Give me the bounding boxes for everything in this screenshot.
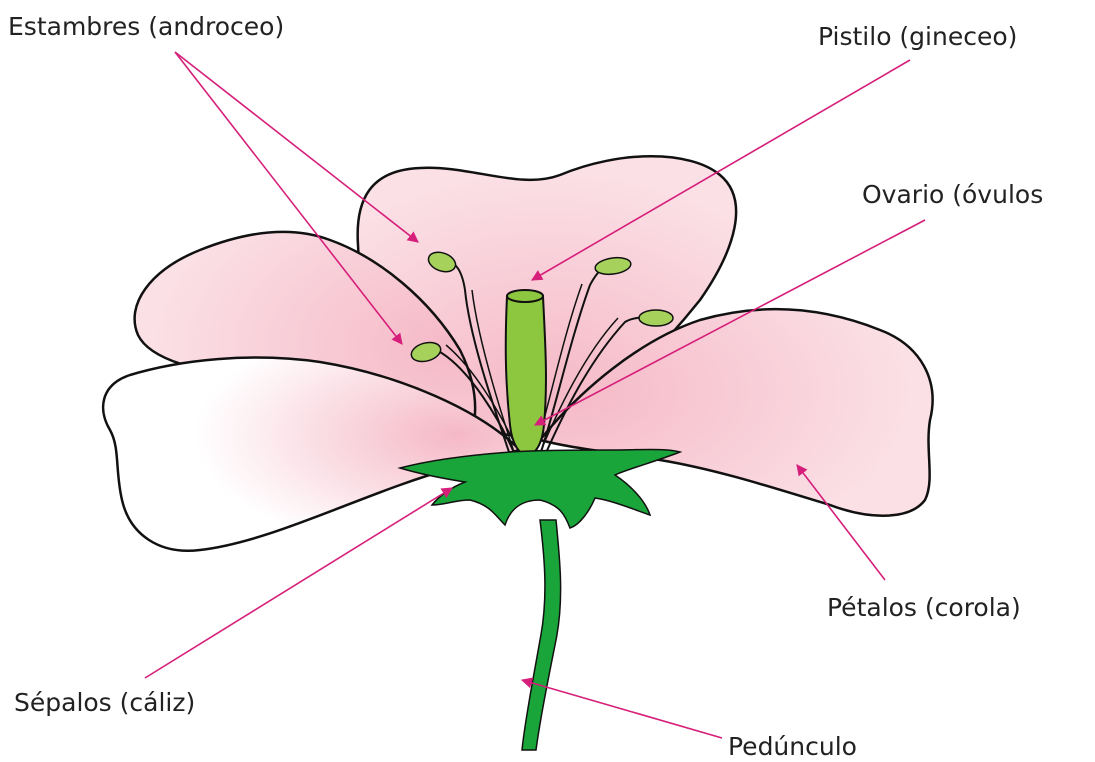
label-petalos: Pétalos (corola) [827,593,1021,623]
leader-estambres-1 [175,52,418,242]
anther-4 [639,310,673,326]
pistil-stigma [507,290,543,302]
label-pistilo: Pistilo (gineceo) [818,22,1017,52]
sepals [400,450,680,529]
label-estambres: Estambres (androceo) [8,12,284,42]
label-ovario: Ovario (óvulos [862,180,1095,210]
peduncle [522,520,561,750]
leader-pedunculo [522,680,722,738]
label-sepalos: Sépalos (cáliz) [14,688,195,718]
pistil-style [506,296,546,455]
